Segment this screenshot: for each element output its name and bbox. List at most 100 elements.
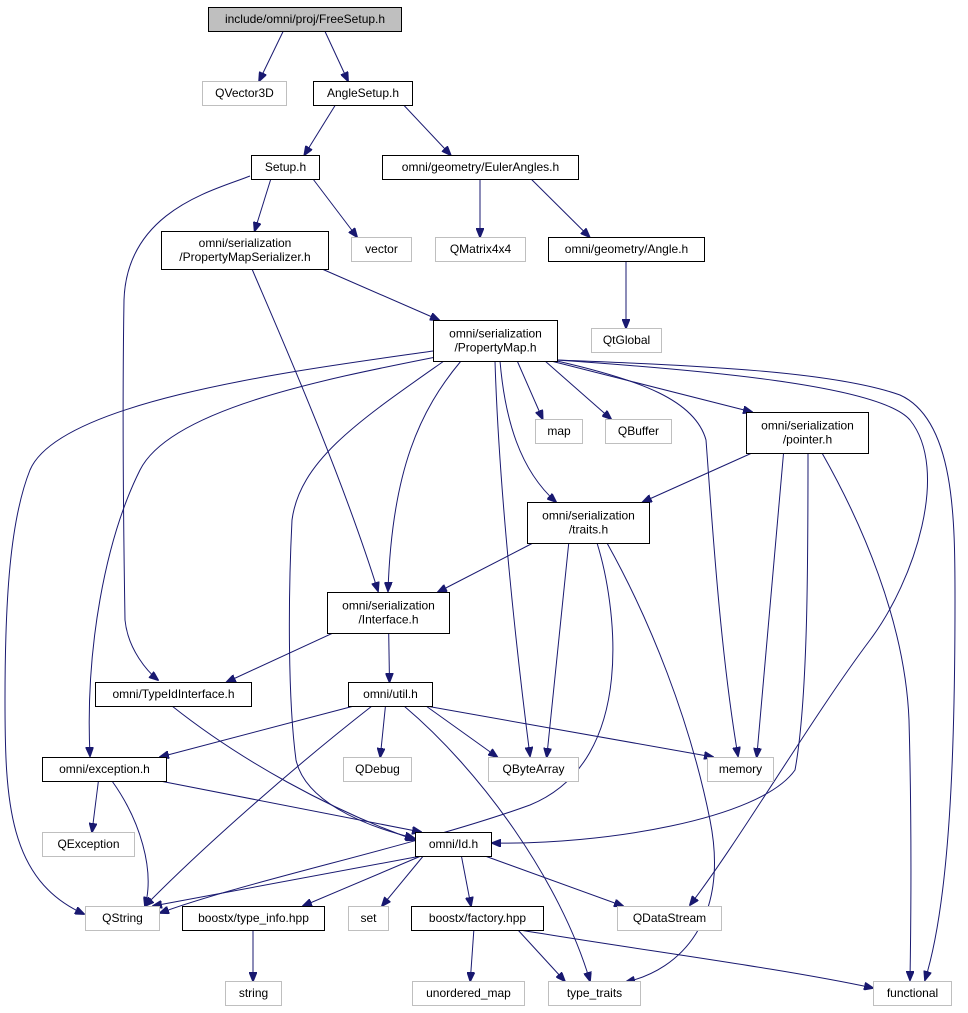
edge-eulerangles-to-angle [530, 178, 589, 237]
node-qdebug: QDebug [343, 757, 412, 782]
edge-setup-to-vector [312, 178, 357, 237]
node-traits[interactable]: omni/serialization/traits.h [527, 502, 650, 544]
edge-factory-to-functional [519, 929, 873, 988]
node-box [208, 7, 402, 32]
node-label: omni/serialization [761, 419, 854, 433]
node-box [251, 155, 320, 180]
node-box [85, 906, 160, 931]
node-box [873, 981, 952, 1006]
node-string: string [225, 981, 282, 1006]
node-propertymapserializer[interactable]: omni/serialization/PropertyMapSerializer… [161, 231, 329, 270]
node-factory[interactable]: boostx/factory.hpp [411, 906, 544, 931]
edge-util-to-qstring [145, 705, 373, 906]
node-box [161, 231, 329, 270]
edge-anglesetup-to-eulerangles [403, 104, 451, 155]
edge-propertymap-to-map [516, 360, 542, 419]
node-type-traits: type_traits [548, 981, 641, 1006]
node-label: unordered_map [426, 986, 511, 1000]
edge-propertymapserializer-to-propertymap [321, 268, 439, 320]
edge-traits-to-interface [438, 542, 534, 592]
node-box [535, 419, 583, 444]
node-label: include/omni/proj/FreeSetup.h [225, 12, 385, 26]
node-label: AngleSetup.h [327, 86, 399, 100]
node-functional: functional [873, 981, 952, 1006]
node-angle[interactable]: omni/geometry/Angle.h [548, 237, 705, 262]
edge-pointer-to-id [492, 452, 809, 843]
node-box [488, 757, 579, 782]
node-propertymap[interactable]: omni/serialization/PropertyMap.h [433, 320, 558, 362]
edge-exception-to-qexception [92, 780, 99, 832]
edge-traits-to-qstring [160, 542, 614, 913]
node-memory: memory [707, 757, 774, 782]
edge-anglesetup-to-setup [304, 104, 336, 155]
edge-freesetup-to-anglesetup [324, 30, 348, 81]
node-label: omni/Id.h [429, 837, 478, 851]
node-label: functional [887, 986, 938, 1000]
edge-propertymapserializer-to-interface [251, 268, 378, 591]
edge-util-to-qbytearray [425, 705, 497, 757]
edge-setup-to-typeidinterface [122, 175, 251, 680]
node-box [42, 757, 167, 782]
edge-propertymap-to-traits [499, 360, 556, 502]
node-label: QDebug [355, 762, 400, 776]
edge-propertymap-to-qbytearray [494, 360, 530, 756]
node-box [327, 592, 450, 634]
edge-freesetup-to-qvector3d [259, 30, 284, 81]
edge-propertymap-to-functional [556, 359, 956, 980]
edge-setup-to-propertymapserializer [255, 178, 272, 231]
node-freesetup[interactable]: include/omni/proj/FreeSetup.h [208, 7, 402, 32]
node-pointer[interactable]: omni/serialization/pointer.h [746, 412, 869, 454]
node-label: Setup.h [265, 160, 306, 174]
edge-interface-to-typeidinterface [227, 632, 334, 682]
node-qstring: QString [85, 906, 160, 931]
node-box [225, 981, 282, 1006]
node-vector: vector [351, 237, 412, 262]
edge-pointer-to-traits [643, 452, 753, 502]
node-setup[interactable]: Setup.h [251, 155, 320, 180]
node-box [412, 981, 525, 1006]
node-label: omni/serialization [449, 327, 542, 341]
edge-propertymap-to-interface [388, 360, 462, 591]
node-unordered-map: unordered_map [412, 981, 525, 1006]
node-util[interactable]: omni/util.h [348, 682, 433, 707]
node-label: omni/serialization [342, 599, 435, 613]
edge-typeidinterface-to-id [171, 705, 415, 840]
node-label: QVector3D [215, 86, 274, 100]
edge-propertymap-to-id [288, 360, 445, 838]
node-box [746, 412, 869, 454]
node-map: map [535, 419, 583, 444]
edge-factory-to-unordered-map [470, 929, 474, 981]
node-qvector3d: QVector3D [202, 81, 287, 106]
node-qbytearray: QByteArray [488, 757, 579, 782]
node-box [527, 502, 650, 544]
node-box [548, 981, 641, 1006]
edge-util-to-type-traits [403, 705, 590, 981]
node-id[interactable]: omni/Id.h [415, 832, 492, 857]
edge-id-to-type-info [303, 855, 422, 906]
node-label: QByteArray [502, 762, 564, 776]
node-label: /pointer.h [783, 433, 832, 447]
node-label: string [239, 986, 268, 1000]
node-label: omni/TypeIdInterface.h [112, 687, 234, 701]
node-typeidinterface[interactable]: omni/TypeIdInterface.h [95, 682, 252, 707]
edge-pointer-to-functional [821, 452, 911, 980]
edge-id-to-qdatastream [484, 855, 623, 906]
node-label: vector [365, 242, 398, 256]
edge-propertymap-to-exception [89, 356, 437, 756]
edge-id-to-set [382, 855, 424, 906]
node-label: boostx/type_info.hpp [198, 911, 309, 925]
edge-util-to-memory [425, 705, 713, 757]
node-set: set [348, 906, 389, 931]
node-box [382, 155, 579, 180]
node-eulerangles[interactable]: omni/geometry/EulerAngles.h [382, 155, 579, 180]
edge-propertymap-to-qstring [4, 350, 434, 914]
node-anglesetup[interactable]: AngleSetup.h [313, 81, 413, 106]
node-label: set [360, 911, 377, 925]
edge-interface-to-util [389, 632, 390, 682]
node-interface[interactable]: omni/serialization/Interface.h [327, 592, 450, 634]
node-exception[interactable]: omni/exception.h [42, 757, 167, 782]
edge-propertymap-to-qdatastream [556, 359, 929, 905]
node-type-info[interactable]: boostx/type_info.hpp [182, 906, 325, 931]
node-box [42, 832, 135, 857]
